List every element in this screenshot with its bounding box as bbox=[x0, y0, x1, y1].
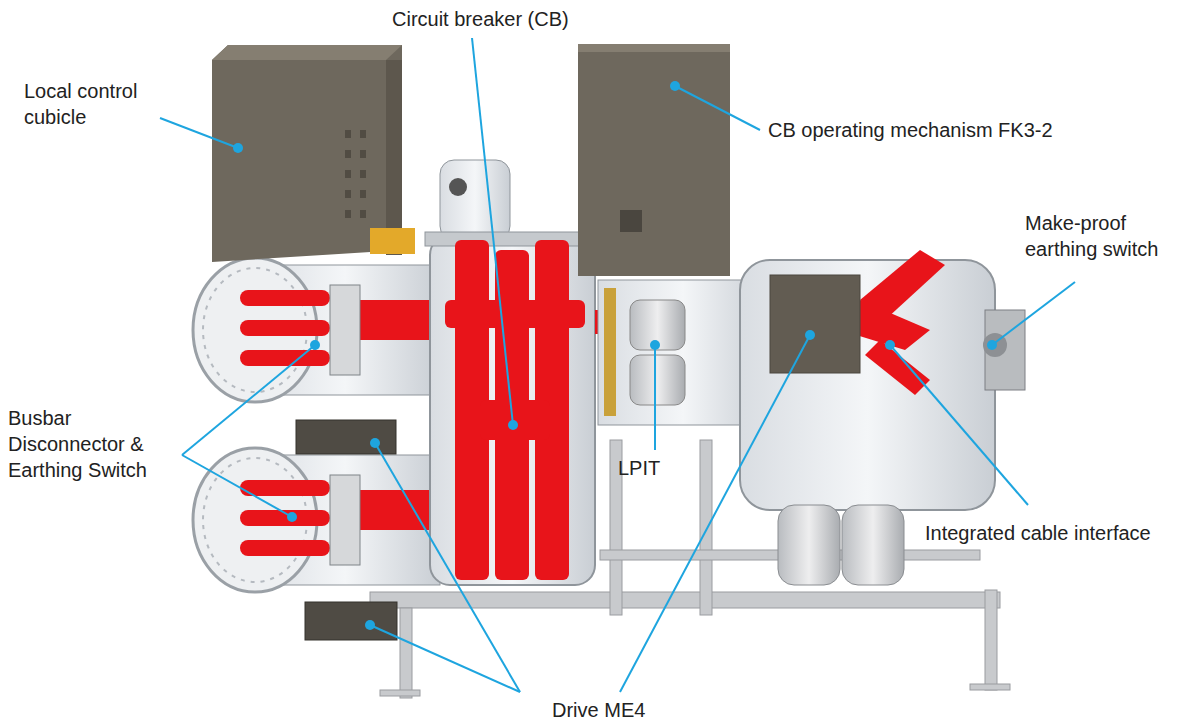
part-label: Local control cubicle bbox=[24, 78, 174, 130]
busbar-enclosures bbox=[193, 258, 440, 592]
part-label: LPIT bbox=[618, 455, 698, 481]
part-label: Busbar Disconnector & Earthing Switch bbox=[8, 405, 173, 483]
part-label: Circuit breaker (CB) bbox=[392, 6, 602, 32]
part-label: CB operating mechanism FK3-2 bbox=[768, 117, 1098, 143]
operating-mechanism-box bbox=[578, 44, 730, 276]
part-label: Integrated cable interface bbox=[925, 520, 1195, 546]
part-label: Make-proof earthing switch bbox=[1025, 210, 1193, 262]
part-label: Drive ME4 bbox=[552, 697, 672, 723]
local-control-cubicle-box bbox=[212, 45, 415, 262]
